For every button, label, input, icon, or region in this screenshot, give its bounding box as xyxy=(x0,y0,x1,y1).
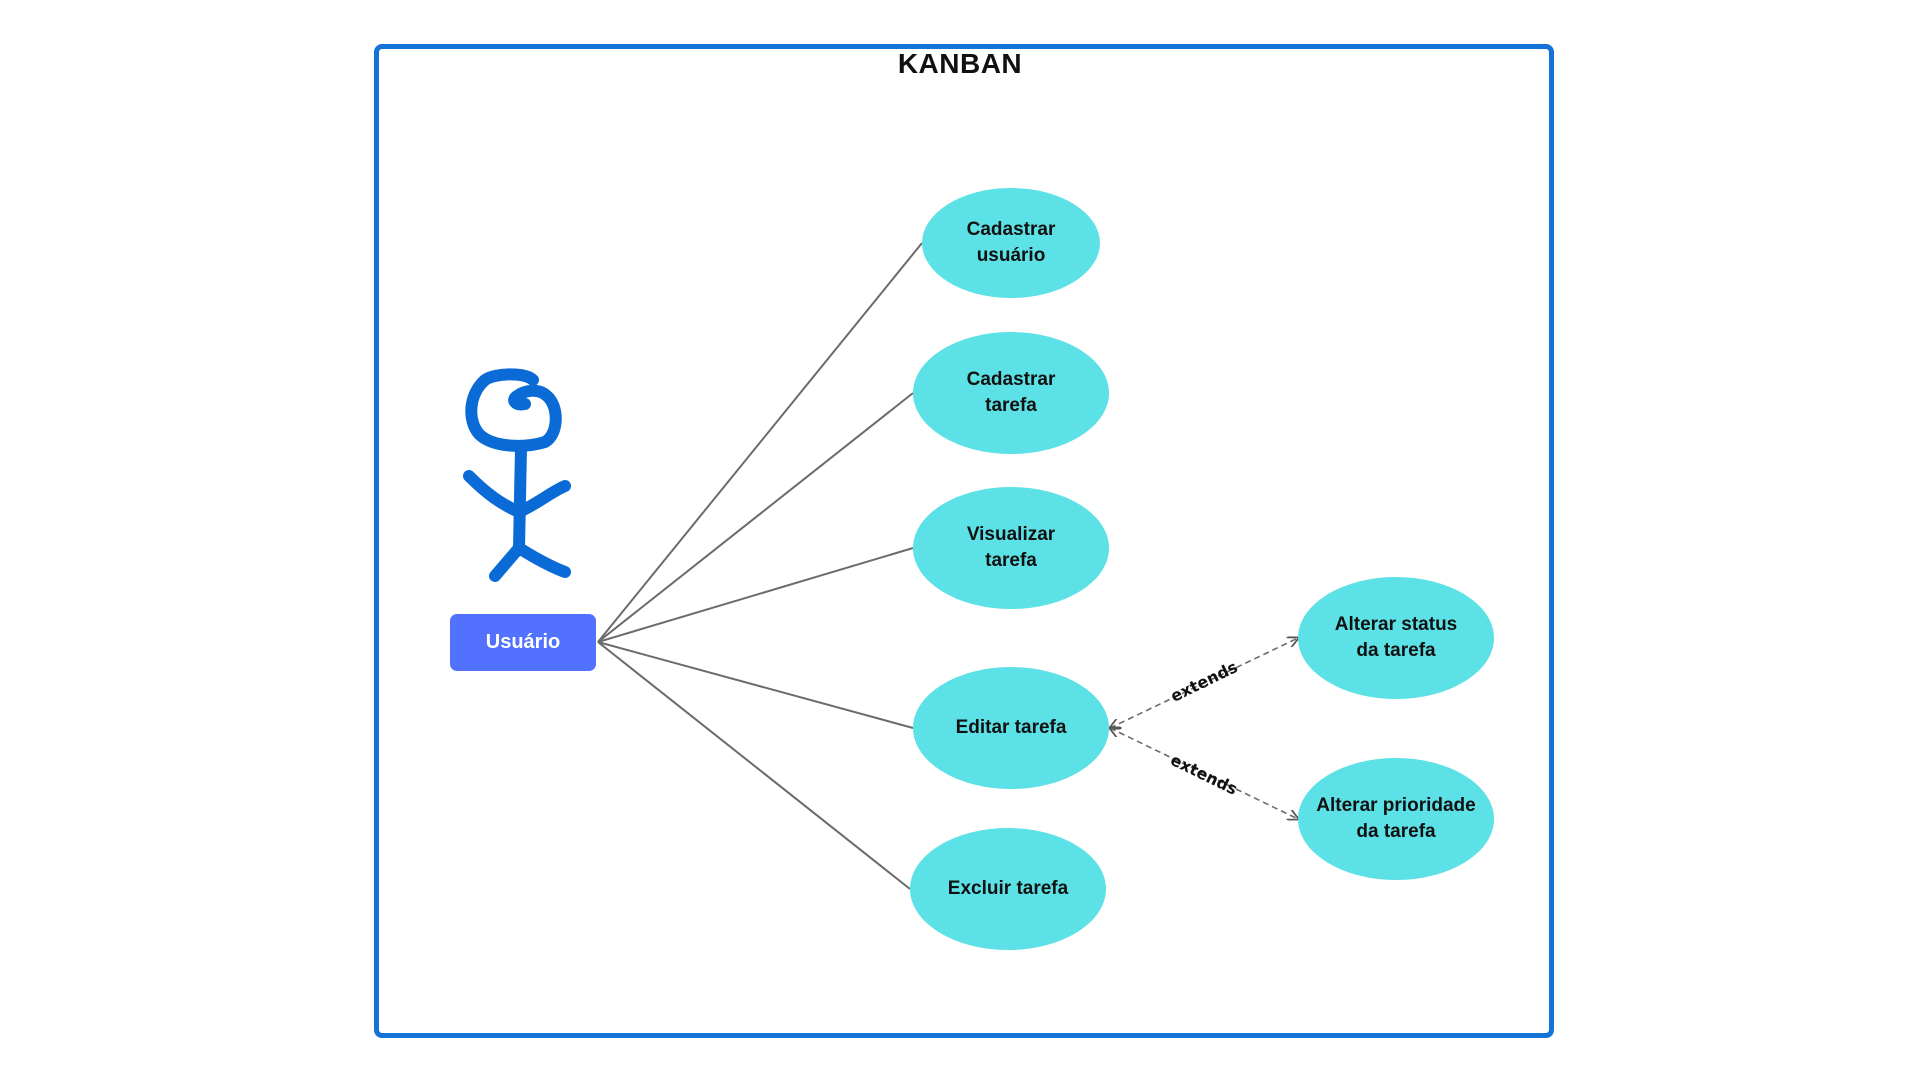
usecase-label: Cadastrar tarefa xyxy=(966,369,1056,416)
usecase-label: Cadastrar usuário xyxy=(966,219,1056,266)
diagram-title: KANBAN xyxy=(897,48,1023,79)
association-line-editar-tarefa xyxy=(597,641,914,729)
association-line-visualizar-tarefa xyxy=(597,547,914,643)
extends-line-alterar-prioridade xyxy=(1110,728,1298,819)
usecase-alterar-prioridade: Alterar prioridade da tarefa xyxy=(1298,758,1494,880)
extends-line-alterar-status xyxy=(1110,638,1298,728)
stick-figure-icon xyxy=(463,368,571,582)
usecase-excluir-tarefa: Excluir tarefa xyxy=(910,828,1106,950)
usecase-label: Visualizar tarefa xyxy=(966,524,1056,571)
usecase-alterar-status: Alterar status da tarefa xyxy=(1298,577,1494,699)
association-line-cadastrar-usuario xyxy=(597,242,923,643)
usecase-cadastrar-tarefa: Cadastrar tarefa xyxy=(913,332,1109,454)
usecase-editar-tarefa: Editar tarefa xyxy=(913,667,1109,789)
usecase-label: Alterar status da tarefa xyxy=(1334,614,1458,661)
usecase-label: Excluir tarefa xyxy=(947,878,1069,899)
system-boundary xyxy=(374,44,1554,1038)
usecase-cadastrar-usuario: Cadastrar usuário xyxy=(922,188,1100,298)
usecase-label: Alterar prioridade da tarefa xyxy=(1316,795,1476,842)
usecase-visualizar-tarefa: Visualizar tarefa xyxy=(913,487,1109,609)
association-line-excluir-tarefa xyxy=(597,641,911,890)
actor-usuario-label: Usuário xyxy=(450,614,596,671)
association-line-cadastrar-tarefa xyxy=(597,392,914,643)
usecase-label: Editar tarefa xyxy=(955,717,1067,738)
